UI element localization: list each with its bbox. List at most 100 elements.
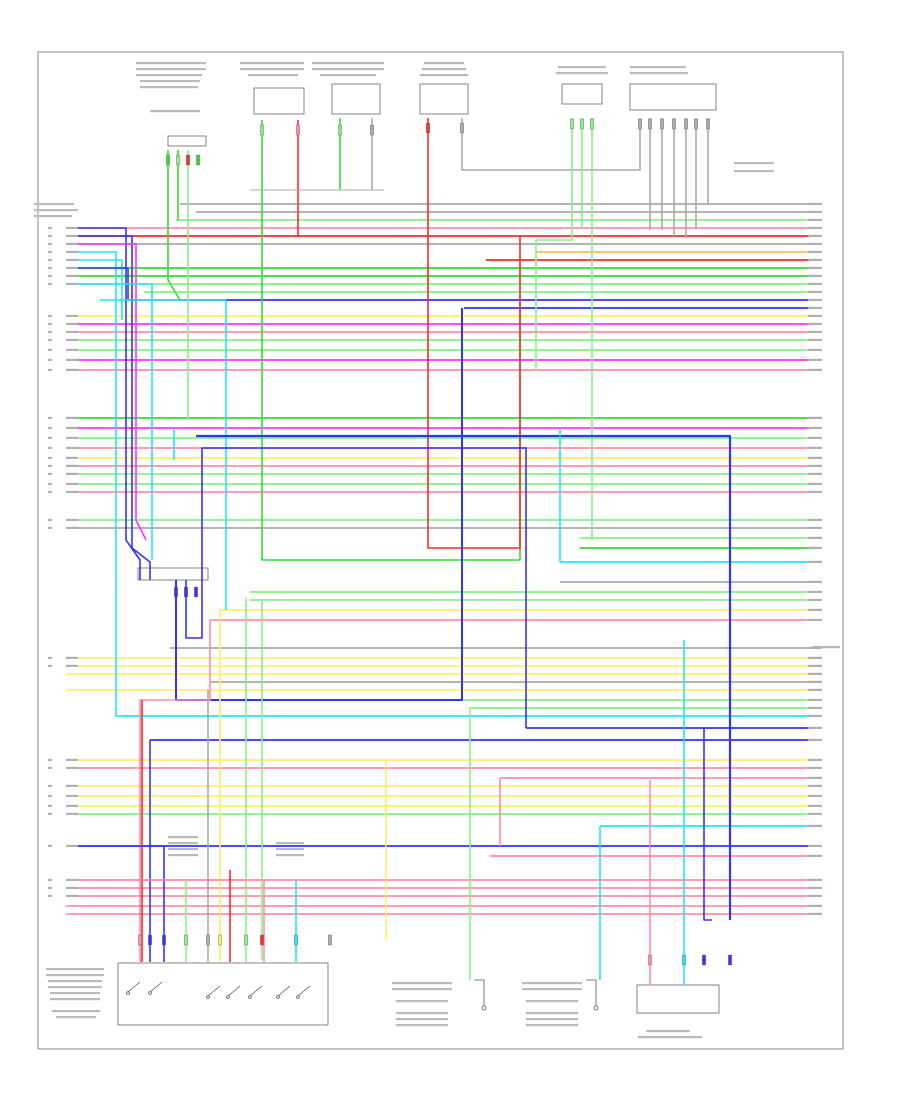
wire-label (808, 580, 822, 583)
wire-label (66, 758, 78, 761)
wire-label (66, 330, 78, 333)
wire-label (66, 282, 78, 285)
wire-label (66, 226, 78, 229)
wire-label (48, 358, 52, 361)
blue-wire (196, 434, 732, 920)
connector-pin (672, 118, 676, 130)
wire-label (66, 348, 78, 351)
wire-label (808, 656, 822, 659)
connector-pin (660, 118, 664, 130)
wire-label (808, 290, 822, 293)
connector-pin (570, 118, 574, 130)
wire-label (66, 322, 78, 325)
pink-wire (66, 879, 265, 962)
wire-label (808, 546, 822, 549)
wire-label (808, 436, 822, 439)
wire-label (66, 426, 78, 429)
cyan-wire (100, 299, 227, 610)
wire-label (66, 446, 78, 449)
wire-label (808, 426, 822, 429)
wire-label (808, 878, 822, 881)
wire-label (808, 210, 822, 213)
wire-label (48, 348, 52, 351)
connector-pin (580, 118, 584, 130)
wire-label (808, 338, 822, 341)
wire-label (66, 314, 78, 317)
wire-label (48, 526, 52, 529)
red-wire (427, 118, 521, 549)
wire-label (48, 314, 52, 317)
top-sensor-6-connector (629, 83, 717, 111)
wire-label (48, 226, 52, 229)
wire-label (66, 844, 78, 847)
wire-label (808, 298, 822, 301)
connector-pin (244, 934, 248, 946)
connector-pin (218, 934, 222, 946)
gray-wire (461, 118, 641, 171)
wire-label (808, 844, 822, 847)
wire-label (48, 844, 52, 847)
blue-wire (185, 447, 527, 728)
wire-label (808, 766, 822, 769)
wire-label (808, 314, 822, 317)
wire-label (808, 472, 822, 475)
wire-label (808, 368, 822, 371)
wire-label (808, 306, 822, 309)
wire-label (808, 242, 822, 245)
wire-label (66, 338, 78, 341)
wire-label (48, 416, 52, 419)
wire-label (66, 656, 78, 659)
top-sensor-5-connector (561, 83, 603, 105)
wire-label (808, 680, 822, 683)
wire-label (808, 456, 822, 459)
wire-label (48, 518, 52, 521)
wire-label (66, 250, 78, 253)
cyan-wire (66, 251, 120, 717)
wire-label (48, 446, 52, 449)
wire-label (48, 242, 52, 245)
wire-label (66, 436, 78, 439)
wire-label (808, 804, 822, 807)
wire-label (808, 258, 822, 261)
wire-label (66, 784, 78, 787)
wire-label (808, 714, 822, 717)
wire-label (66, 472, 78, 475)
connector-pin (702, 954, 706, 966)
blue-wire (66, 235, 151, 580)
component-boxes (117, 83, 720, 1026)
wire-label (48, 886, 52, 889)
wire-label (808, 812, 822, 815)
wire-label (808, 726, 822, 729)
wire-label (808, 646, 822, 649)
wire-label (48, 274, 52, 277)
wire-label (808, 608, 822, 611)
wire-label (808, 490, 822, 493)
wire-label (48, 234, 52, 237)
lightgreen-wire (535, 118, 573, 370)
wire-label (48, 894, 52, 897)
connector-pin (184, 934, 188, 946)
cyan-wire (66, 283, 153, 560)
connector-pin (460, 122, 464, 134)
wire-label (48, 436, 52, 439)
connector-pin (166, 154, 170, 166)
wire-label (808, 518, 822, 521)
wire-label (48, 338, 52, 341)
wire-label (808, 784, 822, 787)
green-wire (167, 150, 181, 301)
blue-wire (175, 308, 463, 701)
wire-label (48, 794, 52, 797)
wire-label (808, 282, 822, 285)
wire-label (66, 358, 78, 361)
connector-pin (260, 934, 264, 946)
wire-labels (48, 202, 822, 915)
wire-label (808, 536, 822, 539)
wire-label (808, 274, 822, 277)
connector-pin (426, 122, 430, 134)
wire-label (48, 664, 52, 667)
blue-wire (66, 845, 165, 962)
wire-label (66, 812, 78, 815)
lower-left-connector (137, 567, 209, 581)
wire-label (66, 274, 78, 277)
top-module-3-connector (331, 83, 381, 115)
